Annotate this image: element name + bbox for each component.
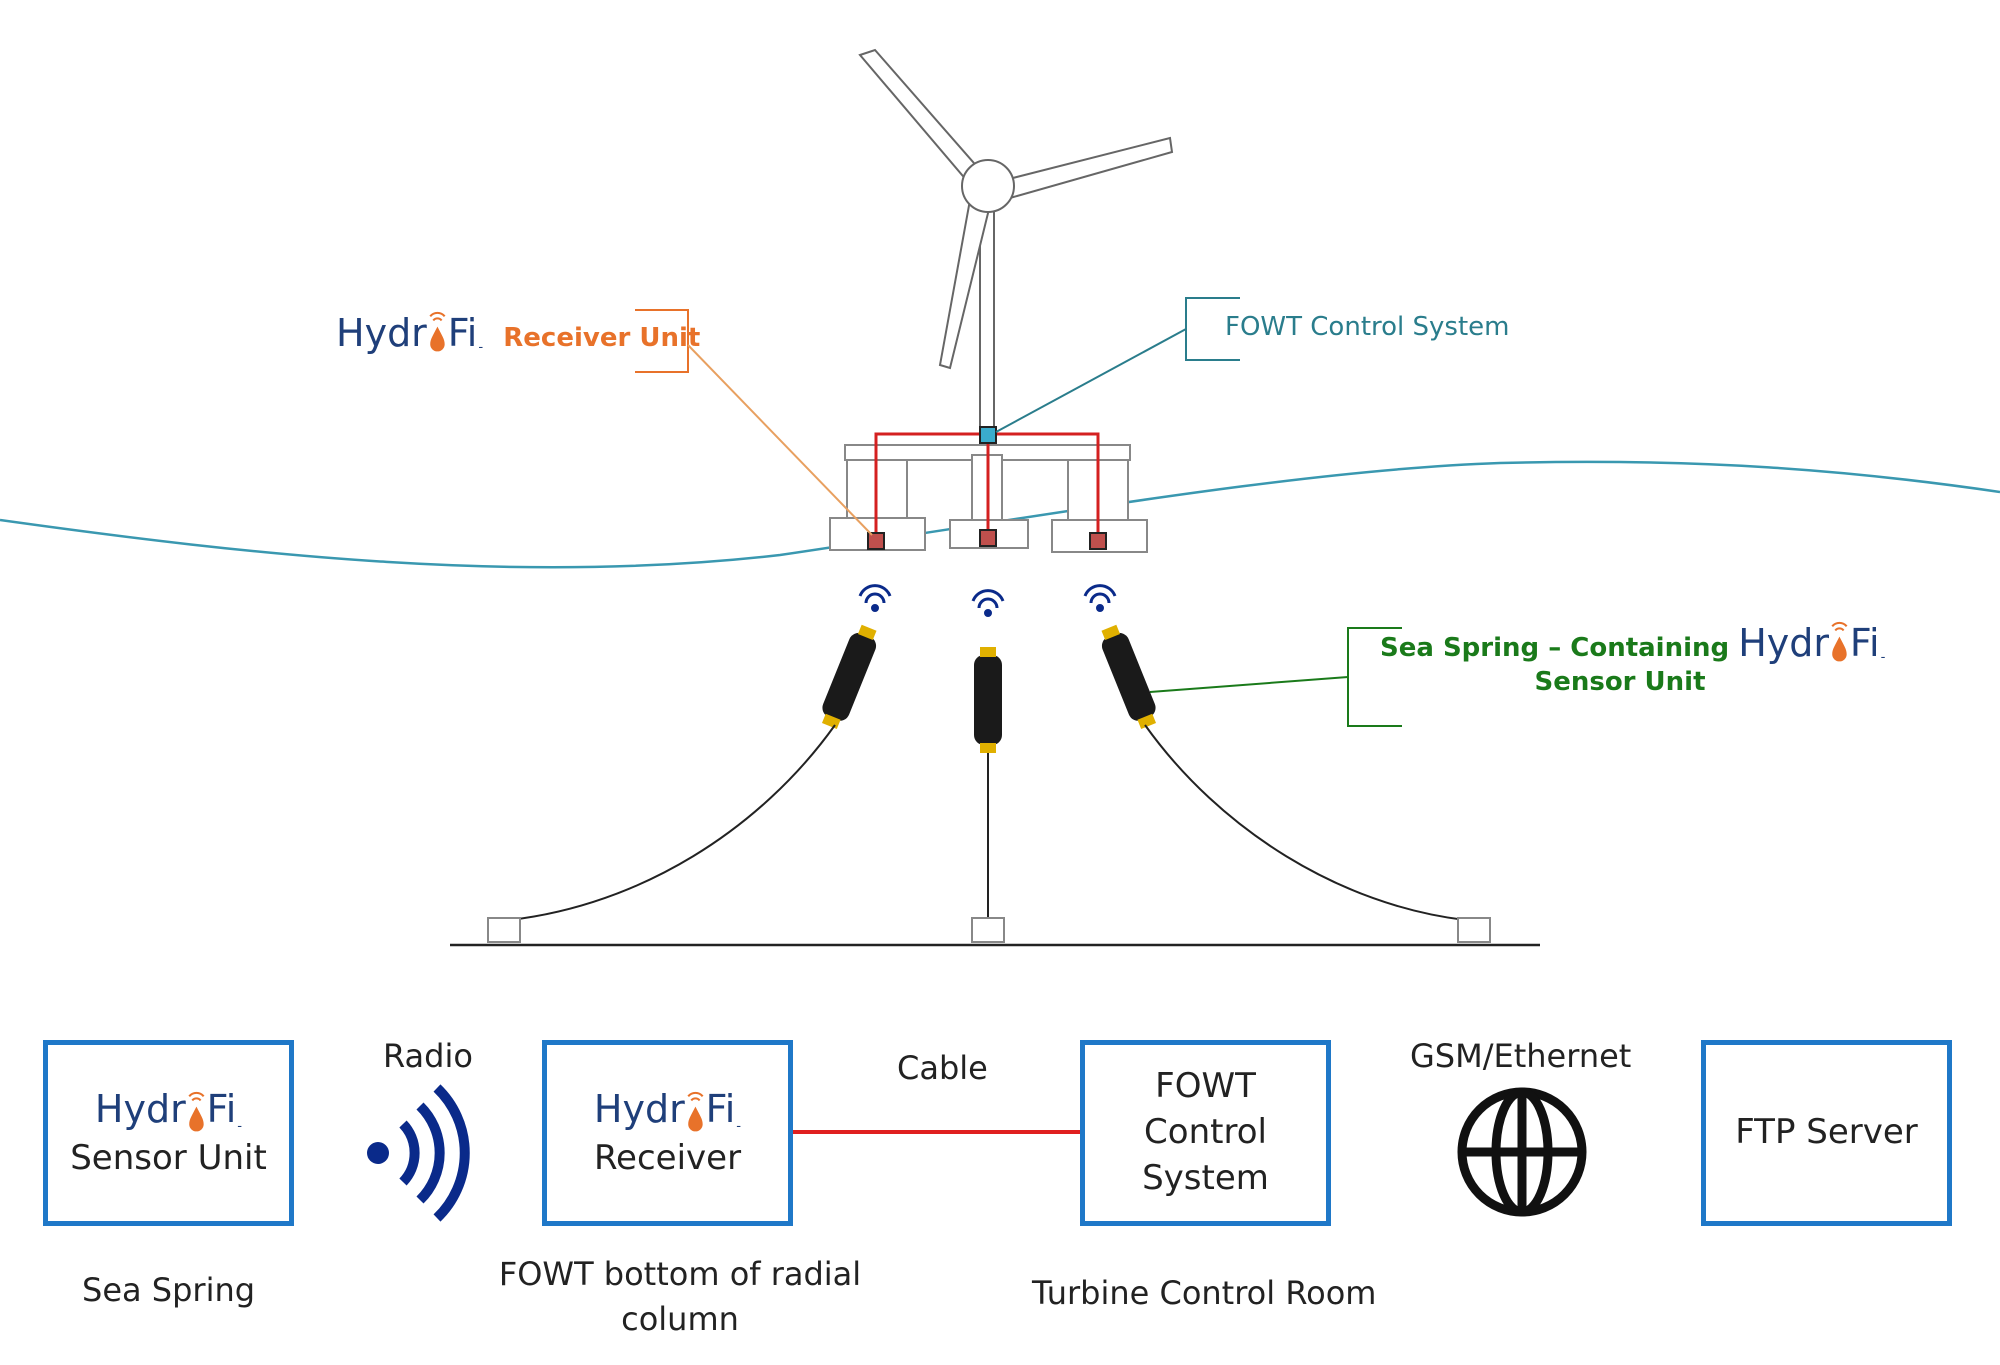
receiver-marker-center [979,529,997,547]
globe-icon [1457,1087,1587,1217]
receiver-marker-right [1089,532,1107,550]
receiver-marker-left [867,532,885,550]
turbine-blade-right [1003,136,1174,200]
sea-spring-label-line2: Sensor Unit [1534,666,1706,697]
turbine-hub [961,159,1015,213]
radio-waves-icon [367,1084,470,1222]
cable-label: Cable [897,1049,988,1087]
radio-icon-left [858,584,892,612]
ftp-server-box: FTP Server [1701,1040,1952,1226]
caption-sea-spring: Sea Spring [82,1271,256,1309]
mooring-line-left [509,724,836,921]
caption-fowt-bottom: FOWT bottom of radial column [480,1252,880,1342]
control-callout-leader [995,328,1187,433]
turbine-blade-upper-left [858,48,982,184]
control-box-line3: System [1142,1157,1269,1198]
control-system-marker [979,426,997,444]
gsm-ethernet-label: GSM/Ethernet [1410,1037,1632,1075]
fowt-control-system-label: FOWT Control System [1225,312,1510,342]
receiver-callout-leader [687,344,873,536]
receiver-box-text: Receiver [593,1137,742,1178]
sea-spring-right [1101,624,1157,729]
control-box-line2: Control [1144,1112,1267,1153]
caption-fowt-line1: FOWT bottom of radial [498,1255,862,1293]
sea-spring-callout-leader [1149,676,1349,693]
fowt-control-system-box: FOWT Control System [1080,1040,1331,1226]
mooring-line-right [1144,724,1466,921]
sensor-unit-box-text: Sensor Unit [70,1137,267,1178]
radio-icon-right [1083,584,1117,612]
receiver-callout-bracket [635,309,689,373]
anchor-right [1457,917,1491,943]
caption-fowt-line2: column [621,1299,739,1338]
radio-icon-center [971,589,1005,617]
anchor-center [971,917,1005,943]
sea-spring-left [821,624,877,729]
caption-turbine-control-room: Turbine Control Room [1032,1274,1377,1312]
sea-spring-center [974,647,1002,753]
control-box-line1: FOWT [1155,1066,1256,1107]
ftp-server-box-text: FTP Server [1735,1112,1918,1153]
radio-label: Radio [383,1037,473,1075]
anchor-left [487,917,521,943]
